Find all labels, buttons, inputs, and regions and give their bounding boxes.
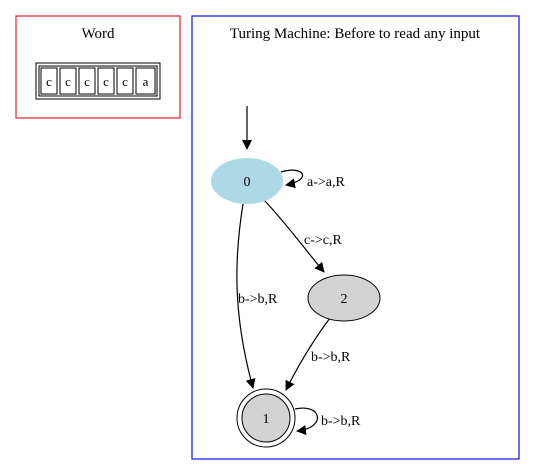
tape-cell: c	[78, 67, 96, 95]
edge-label-2-to-1: b->b,R	[311, 350, 351, 365]
svg-text:c: c	[103, 74, 109, 89]
word-tape-outer-border	[35, 62, 161, 100]
edge-label-0-to-1: b->b,R	[238, 292, 278, 307]
state-1-outer-ring	[236, 388, 296, 448]
tape-cell: a	[135, 67, 156, 95]
state-0-shape	[211, 158, 283, 204]
edge-label-1-to-1: b->b,R	[321, 414, 361, 429]
svg-text:c: c	[122, 74, 128, 89]
edge-0-to-1	[236, 203, 256, 389]
state-0-label: 0	[244, 175, 251, 190]
word-panel-title: Word	[82, 26, 115, 42]
word-panel: Word c c c c c	[15, 15, 181, 119]
tape-cell: c	[40, 67, 58, 95]
edge-0-to-2	[263, 199, 325, 273]
state-2-shape	[307, 274, 381, 322]
state-1-label: 1	[263, 412, 270, 427]
state-2-label: 2	[341, 292, 348, 307]
edge-2-to-1	[285, 317, 331, 391]
edge-0-to-0	[280, 169, 304, 189]
word-panel-border	[15, 15, 181, 119]
svg-text:a: a	[143, 74, 149, 89]
machine-panel: Turing Machine: Before to read any input…	[191, 15, 520, 460]
edge-1-to-1	[294, 407, 318, 436]
state-1-shape	[241, 393, 291, 443]
machine-panel-border	[191, 15, 520, 460]
svg-text:c: c	[46, 74, 52, 89]
edge-label-0-to-0: a->a,R	[307, 175, 345, 190]
state-1: 1	[236, 388, 296, 448]
svg-text:c: c	[65, 74, 71, 89]
machine-panel-title: Turing Machine: Before to read any input	[230, 26, 481, 42]
state-2: 2	[307, 274, 381, 322]
tape-cell: c	[59, 67, 77, 95]
word-tape-inner-border	[38, 65, 158, 97]
svg-text:c: c	[84, 74, 90, 89]
tape-cell: c	[97, 67, 115, 95]
edge-label-0-to-2: c->c,R	[304, 233, 342, 248]
word-tape: c c c c c a	[35, 62, 161, 100]
state-0: 0	[211, 158, 283, 204]
tape-cell: c	[116, 67, 134, 95]
